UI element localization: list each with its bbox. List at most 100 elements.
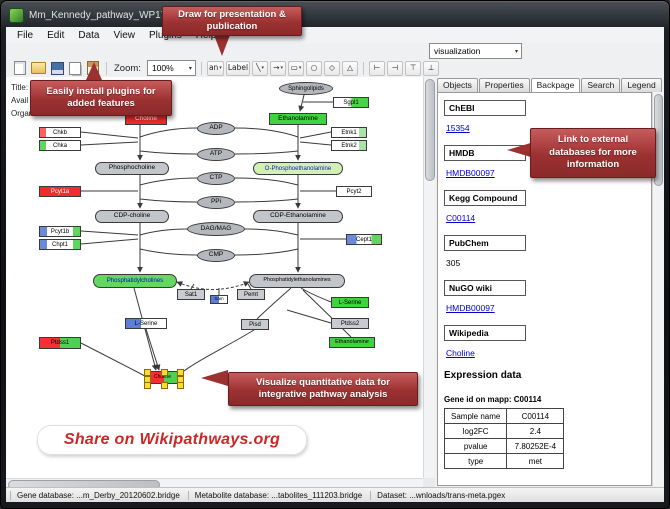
choline-bottom-node[interactable]: Choline — [144, 369, 184, 389]
save-button[interactable] — [49, 60, 65, 76]
pathway-edge — [234, 150, 299, 155]
open-button[interactable] — [30, 60, 47, 76]
ethanolamine-bottom-node[interactable]: Ethanolamine — [329, 337, 375, 348]
line-tool-button[interactable]: ╲▾ — [252, 60, 269, 76]
link-callout: Link to external databases for more info… — [530, 128, 656, 178]
phosphatidylcholines-node[interactable]: Phosphatidylcholines — [93, 274, 177, 288]
selection-handle[interactable] — [177, 375, 184, 383]
align-bottom-tool-button[interactable]: ⊥ — [423, 60, 440, 76]
toolbar-row-visualization: visualization ▾ — [6, 43, 664, 59]
shape-tool-button[interactable]: ▭▾ — [288, 60, 305, 76]
cdp-ethanolamine-node[interactable]: CDP-Ethanolamine — [253, 210, 343, 223]
ellipse-tool-button[interactable]: ○ — [306, 60, 323, 76]
scrollbar-thumb[interactable] — [425, 79, 435, 181]
datanode-tool-button[interactable]: an▾ — [206, 60, 224, 76]
pcyt2-node[interactable]: Pcyt2 — [336, 186, 372, 197]
menu-edit[interactable]: Edit — [47, 29, 65, 41]
expression-table-cell: pvalue — [443, 438, 508, 454]
pathway-edge — [299, 131, 332, 139]
copy-icon — [69, 61, 81, 75]
chevron-down-icon: ▾ — [188, 65, 192, 72]
cept1-node[interactable]: Cept1 — [346, 234, 382, 245]
tab-search[interactable]: Search — [581, 78, 621, 93]
new-button[interactable] — [12, 60, 28, 76]
l-serine-right-node[interactable]: L-Serine — [331, 297, 369, 308]
client-area: FileEditDataViewPluginsHelp visualizatio… — [6, 27, 664, 502]
arrow-tool-button[interactable]: →▾ — [270, 60, 287, 76]
selection-handle[interactable] — [160, 369, 168, 376]
pathway-edge — [179, 329, 255, 375]
status-segment-2: Dataset: ...wnloads/trans-meta.pgex — [370, 490, 513, 500]
pisd-node[interactable]: Pisd — [241, 319, 269, 330]
pemt-node[interactable]: Pemt — [237, 289, 265, 300]
menu-view[interactable]: View — [113, 29, 135, 41]
cdp-choline-node[interactable]: CDP-choline — [95, 210, 169, 223]
ptdss1-node[interactable]: Ptdss1 — [39, 337, 81, 349]
visualization-select[interactable]: visualization ▾ — [429, 43, 522, 59]
chpt1-node[interactable]: Chpt1 — [39, 239, 81, 250]
open-folder-icon — [31, 62, 46, 74]
toolbar-row-main: Zoom: 100% ▾ an▾Label╲▾→▾▭▾○◇△⊢⊣⊤⊥ — [6, 59, 664, 78]
canvas-vertical-scrollbar[interactable] — [423, 77, 436, 478]
chkb-node[interactable]: Chkb — [39, 127, 81, 138]
chebi-link[interactable]: 15354 — [446, 123, 470, 133]
pathway-edge — [286, 309, 332, 324]
pcyt1b-node[interactable]: Pcyt1b — [39, 226, 81, 237]
nugo-wiki-link[interactable]: HMDB00097 — [446, 303, 495, 313]
expression-table-cell: 7.80252E-4 — [506, 438, 565, 454]
tab-properties[interactable]: Properties — [478, 78, 530, 93]
triangle-tool-button[interactable]: △ — [342, 60, 359, 76]
copy-button[interactable] — [67, 60, 83, 76]
dag-mag-node[interactable]: DAG/MAG — [187, 222, 245, 236]
ethanolamine-top-node[interactable]: Ethanolamine — [269, 113, 327, 125]
visualize-callout-arrow — [201, 370, 228, 386]
pcyt1a-node[interactable]: Pcyt1a — [39, 186, 81, 197]
align-top-tool-button[interactable]: ⊤ — [405, 60, 422, 76]
pathway-edge — [302, 289, 352, 338]
app-icon — [9, 8, 24, 23]
selection-handle[interactable] — [144, 382, 151, 389]
adp-node[interactable]: ADP — [197, 122, 235, 135]
zoom-select[interactable]: 100% ▾ — [146, 60, 196, 76]
o-phosphoethanolamine-node[interactable]: O-Phosphoethanolamine — [253, 162, 343, 175]
align-left-tool-button[interactable]: ⊢ — [369, 60, 386, 76]
pathway-edge — [234, 177, 299, 186]
label-tool-button[interactable]: Label — [225, 60, 251, 76]
selection-handle[interactable] — [144, 375, 151, 383]
menu-file[interactable]: File — [17, 29, 34, 41]
kegg-compound-link[interactable]: C00114 — [446, 213, 476, 223]
tab-objects[interactable]: Objects — [437, 78, 478, 93]
atp-node[interactable]: ATP — [197, 148, 235, 161]
ppi-node[interactable]: PPi — [197, 196, 235, 209]
selection-handle[interactable] — [177, 382, 184, 389]
phosphatidylethanolamines-node[interactable]: Phosphatidylethanolamines — [249, 274, 345, 288]
pathway-title-label: Title: — [11, 83, 29, 92]
tab-legend[interactable]: Legend — [621, 78, 662, 93]
cmp-node[interactable]: CMP — [197, 249, 235, 262]
hmdb-link[interactable]: HMDB00097 — [446, 168, 495, 178]
diamond-tool-button[interactable]: ◇ — [324, 60, 341, 76]
chka-node[interactable]: Chka — [39, 140, 81, 151]
sam-node[interactable]: Sam — [210, 295, 228, 304]
etnk1-node[interactable]: Etnk1 — [331, 127, 367, 138]
etnk2-node[interactable]: Etnk2 — [331, 140, 367, 151]
ctp-node[interactable]: CTP — [197, 172, 235, 185]
phosphocholine-node[interactable]: Phosphocholine — [95, 162, 169, 175]
menu-data[interactable]: Data — [78, 29, 100, 41]
align-right-tool-button[interactable]: ⊣ — [387, 60, 404, 76]
expression-table-cell: log2FC — [443, 423, 508, 439]
ptdss2-node[interactable]: Ptdss2 — [331, 318, 369, 329]
pubchem-value: 305 — [446, 258, 461, 268]
selection-handle[interactable] — [160, 382, 168, 389]
l-serine-left-node[interactable]: L-Serine — [125, 318, 167, 329]
sat1-node[interactable]: Sat1 — [177, 289, 205, 300]
wikipedia-link[interactable]: Choline — [446, 348, 475, 358]
tab-backpage[interactable]: Backpage — [530, 78, 581, 94]
arrow-tool-icon: → — [273, 63, 280, 73]
sgpl1-node[interactable]: Sgpl1 — [333, 97, 369, 108]
wikipedia-section-header: Wikipedia — [444, 325, 526, 341]
sphingolipids-node[interactable]: Sphingolipids — [279, 82, 333, 95]
pathway-edge — [133, 287, 158, 371]
